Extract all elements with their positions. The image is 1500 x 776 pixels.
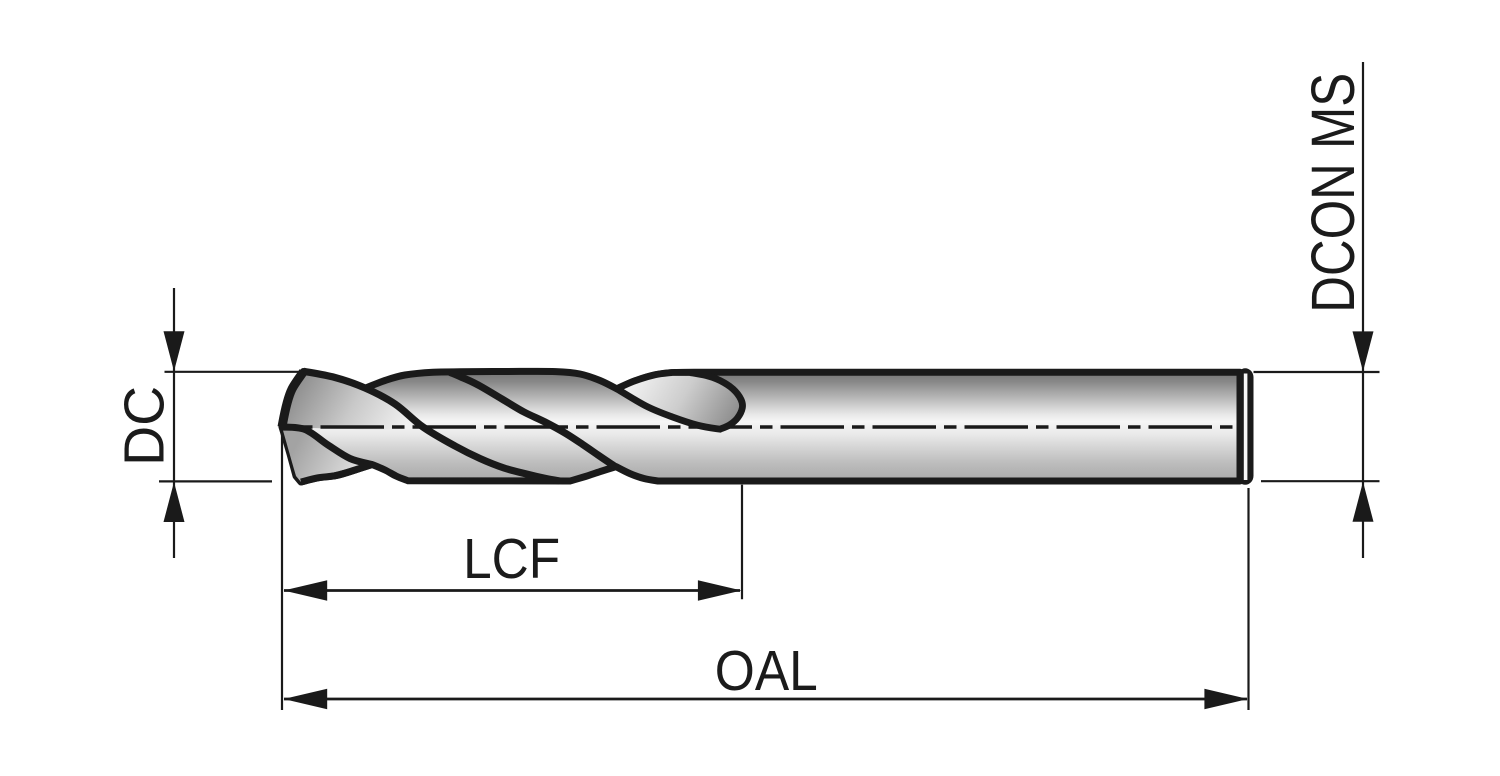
svg-text:OAL: OAL — [715, 639, 818, 703]
svg-text:DCON MS: DCON MS — [1299, 73, 1367, 313]
svg-text:DC: DC — [113, 386, 177, 466]
svg-text:LCF: LCF — [463, 527, 560, 591]
